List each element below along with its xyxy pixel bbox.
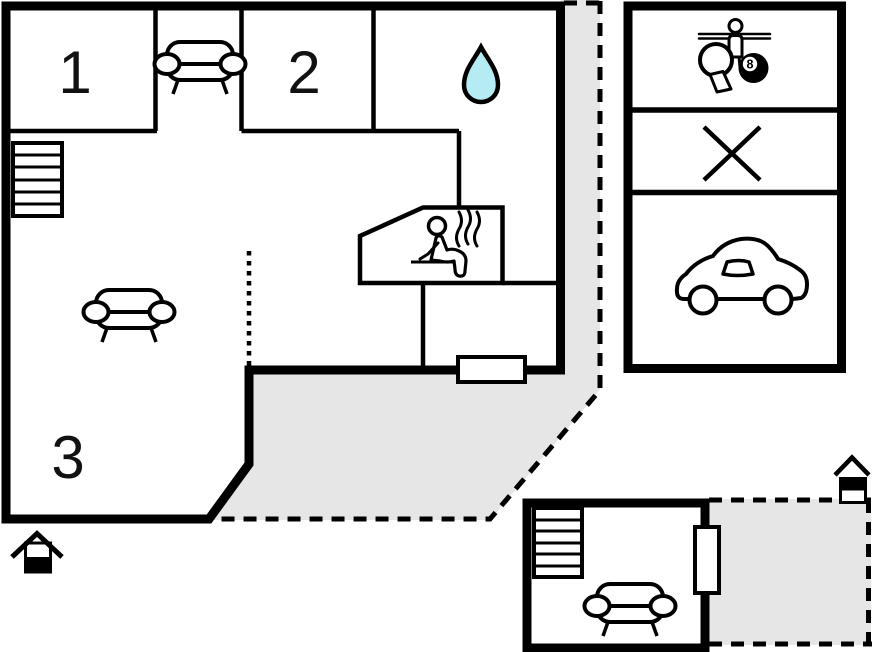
main-terrace-fill xyxy=(209,0,600,520)
garage-annex-divider-walls xyxy=(628,107,842,196)
room-label-1: 1 xyxy=(58,39,91,106)
foosball-player-icon xyxy=(697,18,772,69)
main-house: 1 2 3 xyxy=(1,1,565,524)
guest-annex-door-icon xyxy=(693,525,721,595)
garage-annex-exterior-wall xyxy=(623,1,846,373)
entrance-house-icon xyxy=(833,454,871,504)
main-terrace-dashed-boundary xyxy=(212,1,603,522)
crossed-out-x-icon xyxy=(702,125,762,182)
room-label-3: 3 xyxy=(51,424,84,491)
sauna-person-icon xyxy=(411,215,468,278)
guest-terrace-fill xyxy=(705,499,871,645)
bathroom-walls xyxy=(373,128,462,208)
entrance-house-icon xyxy=(10,530,64,574)
room-label-2: 2 xyxy=(287,39,320,106)
terrace-door-icon xyxy=(456,355,527,384)
garage-annex: 8 xyxy=(623,1,846,373)
billiard-8-ball-icon: 8 xyxy=(738,53,769,83)
stairs-icon xyxy=(11,141,64,218)
sauna-room-walls xyxy=(357,205,505,286)
car-icon xyxy=(674,236,809,316)
stairs-icon xyxy=(532,506,584,579)
table-tennis-paddle-icon xyxy=(698,42,734,94)
main-terrace xyxy=(209,0,603,522)
water-drop-icon xyxy=(461,42,501,105)
steam-icon xyxy=(455,208,481,248)
guest-annex xyxy=(522,498,721,652)
guest-terrace xyxy=(705,497,872,647)
billiard-ball-number: 8 xyxy=(747,58,754,72)
main-house-exterior-wall xyxy=(1,1,565,524)
utility-walls xyxy=(420,280,561,367)
